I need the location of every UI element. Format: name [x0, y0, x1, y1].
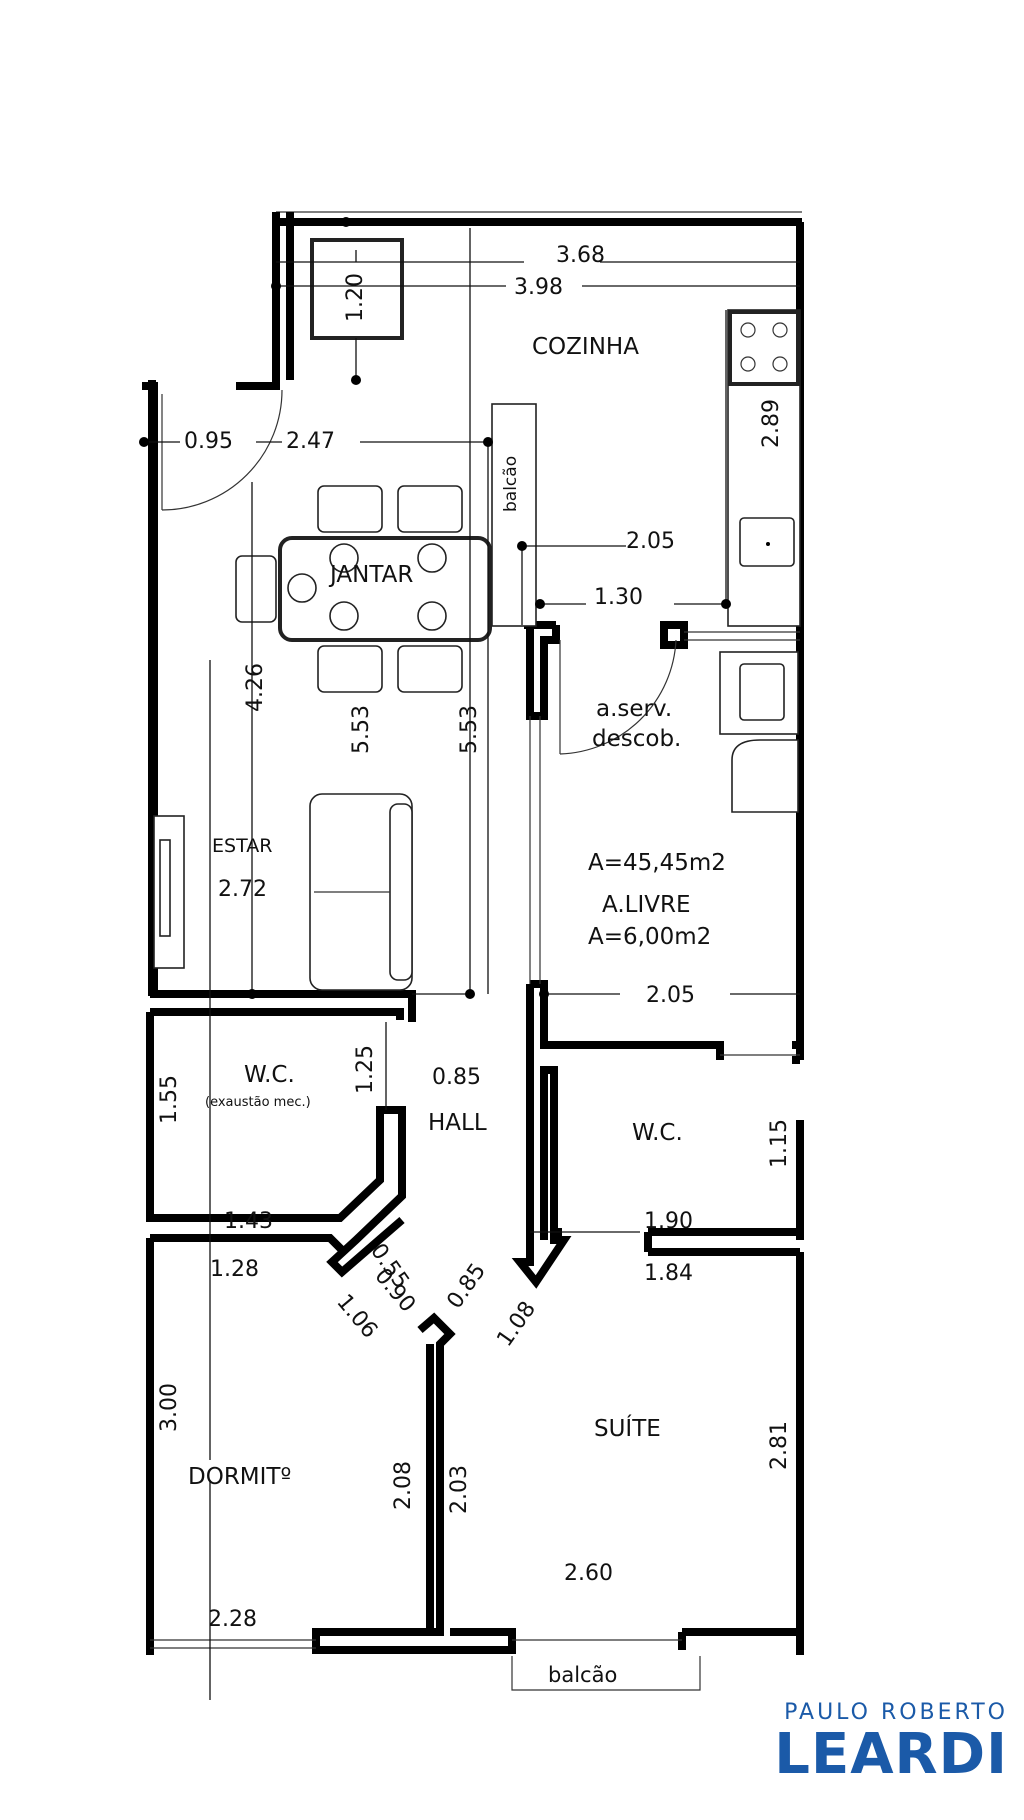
dim-label: 1.06 — [331, 1290, 382, 1344]
dim-label: 2.28 — [208, 1607, 257, 1632]
dim-label: 2.05 — [646, 983, 695, 1008]
room-label-balcao-cozinha: balcão — [501, 456, 521, 512]
room-labels: COZINHA JANTAR ESTAR W.C. (exaustão mec.… — [188, 334, 726, 1687]
dim-label: 0.95 — [184, 429, 233, 454]
dim-label: 0.85 — [432, 1065, 481, 1090]
dim-label: 2.81 — [767, 1421, 792, 1470]
laundry-tank-icon — [731, 739, 799, 813]
dim-label: 2.89 — [759, 399, 784, 448]
sink-icon — [739, 517, 795, 567]
area-livre-title: A.LIVRE — [602, 892, 691, 918]
sofa-icon — [309, 793, 413, 991]
dim-label: 2.60 — [564, 1561, 613, 1586]
brand-line2: LEARDI — [774, 1722, 1008, 1787]
room-label-cozinha: COZINHA — [532, 334, 639, 360]
dim-label: 1.08 — [492, 1297, 541, 1351]
dining-table-icon — [235, 485, 492, 693]
dim-label: 2.72 — [218, 877, 267, 902]
wc-social-note: (exaustão mec.) — [205, 1095, 311, 1110]
dim-label: 5.53 — [349, 705, 374, 754]
dim-label: 2.47 — [286, 429, 335, 454]
dim-label: 3.68 — [556, 243, 605, 268]
area-livre: A=6,00m2 — [588, 924, 711, 950]
dim-label: 3.00 — [157, 1383, 182, 1432]
brand-line1: PAULO ROBERTO — [784, 1700, 1008, 1725]
dim-label: 5.53 — [457, 705, 482, 754]
dim-label: 1.84 — [644, 1261, 693, 1286]
dim-label: 1.90 — [644, 1209, 693, 1234]
dim-label: 2.03 — [447, 1465, 472, 1514]
room-label-area-servico-descob: descob. — [592, 726, 681, 752]
dim-label: 2.08 — [391, 1461, 416, 1510]
room-label-jantar: JANTAR — [328, 562, 413, 588]
room-label-dormitorio: DORMITº — [188, 1464, 291, 1490]
room-label-estar: ESTAR — [212, 835, 272, 857]
dim-label: 1.43 — [224, 1209, 273, 1234]
stove-icon — [728, 310, 800, 386]
fixtures — [153, 238, 801, 1691]
room-label-wc-social: W.C. — [244, 1062, 295, 1088]
room-label-balcao-externo: balcão — [548, 1663, 617, 1687]
dim-label: 1.30 — [594, 585, 643, 610]
dim-label: 1.28 — [210, 1257, 259, 1282]
room-label-suite: SUÍTE — [594, 1414, 661, 1442]
dim-label: 1.25 — [353, 1045, 378, 1094]
dim-label: 1.20 — [343, 273, 368, 322]
fridge-icon — [310, 238, 404, 340]
room-label-hall: HALL — [428, 1110, 487, 1136]
dim-label: 0.90 — [369, 1264, 420, 1318]
kitchen-island-icon — [491, 403, 537, 627]
area-total: A=45,45m2 — [588, 850, 726, 876]
dim-label: 0.85 — [442, 1259, 491, 1313]
dimension-lines — [144, 228, 800, 1700]
brand-logo: PAULO ROBERTO LEARDI — [768, 1700, 1008, 1785]
dim-label: 2.05 — [626, 529, 675, 554]
dim-label: 3.98 — [514, 275, 563, 300]
dimension-dots — [139, 217, 731, 999]
room-label-wc-suite: W.C. — [632, 1120, 683, 1146]
room-label-area-servico: a.serv. — [596, 696, 672, 722]
dim-label: 1.15 — [767, 1119, 792, 1168]
dim-label: 4.26 — [243, 663, 268, 712]
dim-label: 1.55 — [157, 1075, 182, 1124]
